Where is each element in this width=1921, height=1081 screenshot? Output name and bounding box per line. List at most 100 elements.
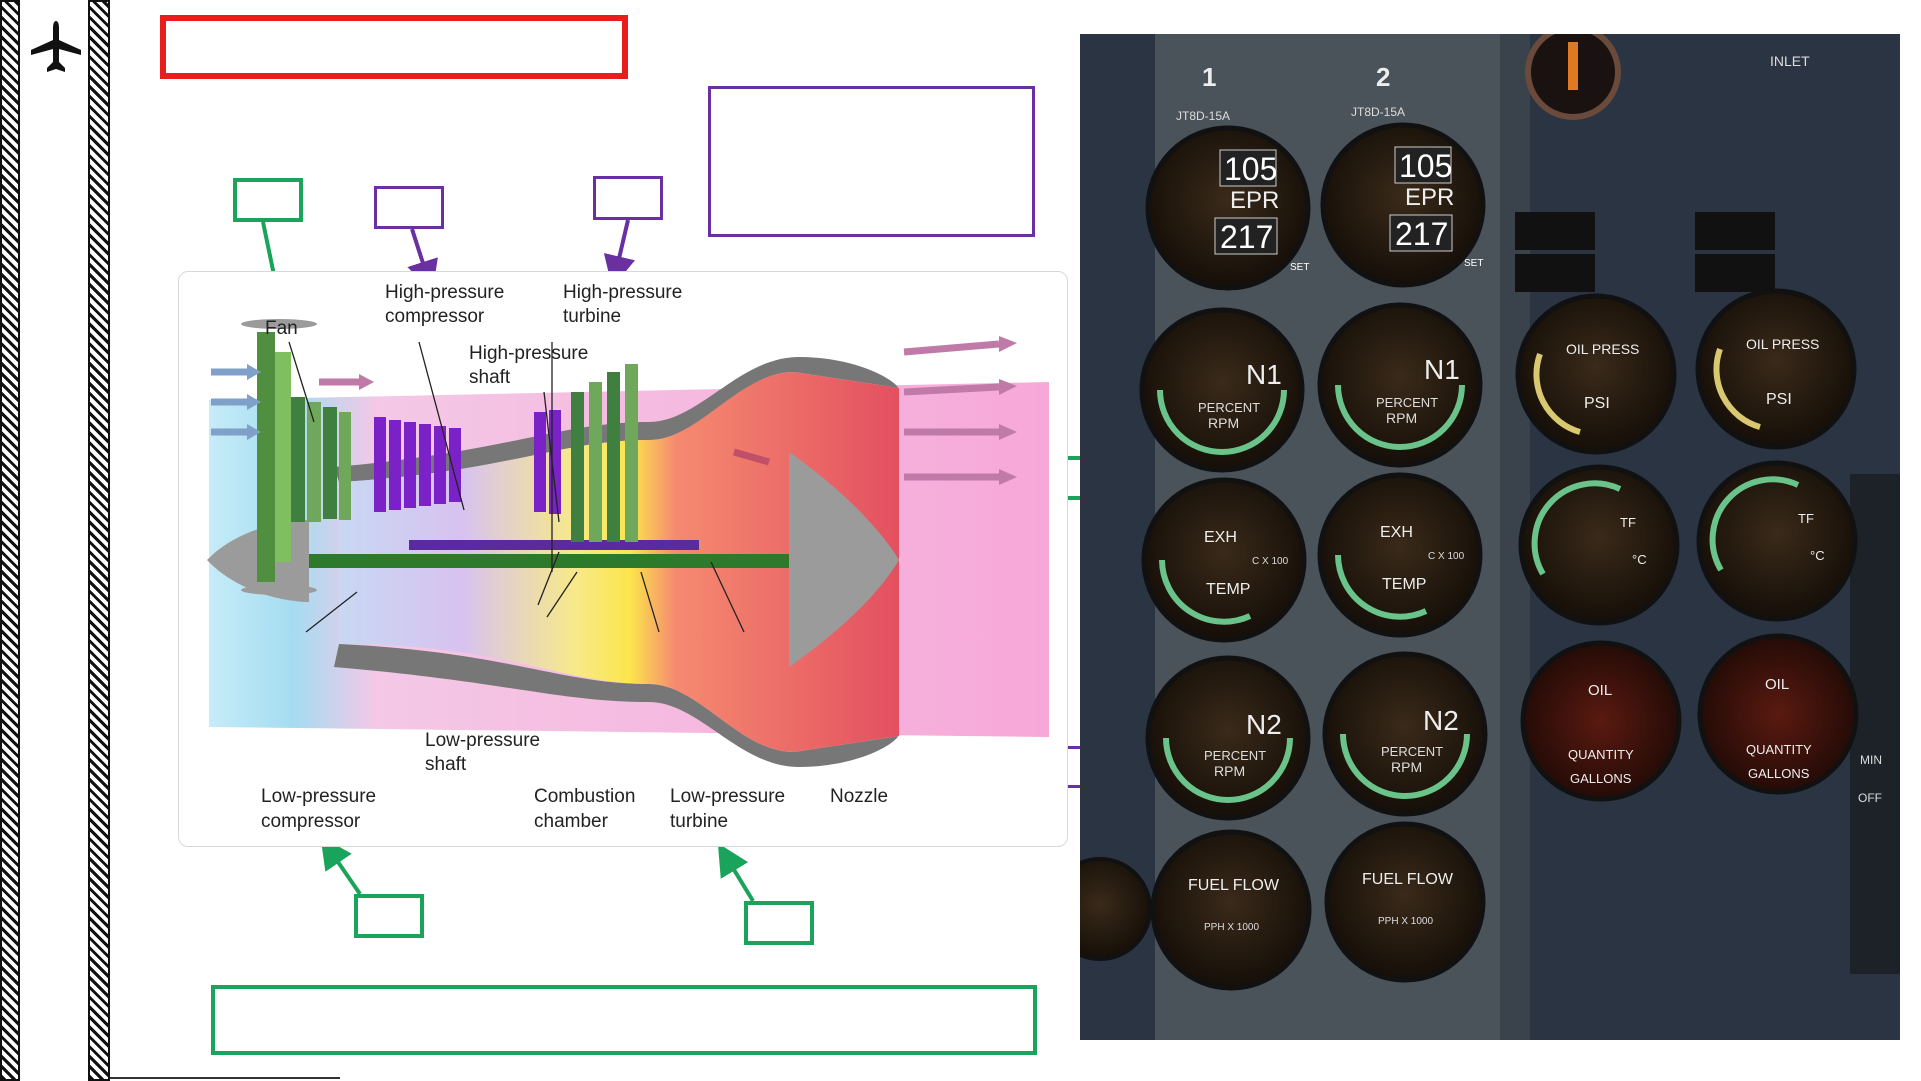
svg-text:RPM: RPM bbox=[1386, 410, 1417, 426]
lp-compressor-callout-box bbox=[354, 894, 424, 938]
lp-turbine-callout-arrow bbox=[717, 843, 755, 903]
label-combustion-1: Combustion bbox=[534, 786, 635, 807]
n1-gauge-1: N1 PERCENT RPM bbox=[1139, 307, 1305, 473]
svg-text:PERCENT: PERCENT bbox=[1381, 744, 1443, 759]
lp-compressor-stages bbox=[291, 397, 351, 522]
label-lp-turbine-2: turbine bbox=[670, 811, 728, 832]
svg-text:PPH X 1000: PPH X 1000 bbox=[1378, 916, 1433, 927]
svg-text:PERCENT: PERCENT bbox=[1198, 400, 1260, 415]
sidebar-hatch-right bbox=[88, 0, 110, 1081]
side-label-min: MIN bbox=[1860, 753, 1882, 767]
exhaust-arrows bbox=[319, 340, 1000, 481]
svg-text:N2: N2 bbox=[1423, 705, 1459, 736]
label-fan: Fan bbox=[265, 318, 298, 339]
svg-text:QUANTITY: QUANTITY bbox=[1746, 742, 1812, 757]
oil-temp-gauge-2: TF °C bbox=[1696, 460, 1858, 622]
engine-number-1: 1 bbox=[1202, 62, 1216, 92]
svg-text:EPR: EPR bbox=[1405, 184, 1454, 211]
oil-press-gauge-2: OIL PRESS PSI bbox=[1695, 288, 1857, 450]
svg-text:OIL PRESS: OIL PRESS bbox=[1566, 341, 1639, 357]
fan-callout-box bbox=[233, 178, 303, 222]
upper-casing bbox=[334, 357, 899, 482]
lp-turbine-callout-box bbox=[744, 901, 814, 945]
svg-text:PSI: PSI bbox=[1584, 395, 1610, 412]
svg-text:EXH: EXH bbox=[1380, 524, 1413, 541]
lower-casing bbox=[334, 644, 899, 767]
label-hp-turbine-2: turbine bbox=[563, 306, 621, 327]
svg-text:PSI: PSI bbox=[1766, 391, 1792, 408]
engine-model-2: JT8D-15A bbox=[1351, 105, 1405, 119]
svg-text:FUEL FLOW: FUEL FLOW bbox=[1188, 877, 1280, 894]
svg-text:°C: °C bbox=[1810, 548, 1825, 563]
svg-text:QUANTITY: QUANTITY bbox=[1568, 747, 1634, 762]
n1-gauge-2: N1 PERCENT RPM bbox=[1317, 302, 1483, 468]
lp-shaft-drawing bbox=[309, 554, 789, 568]
engine-number-2: 2 bbox=[1376, 62, 1390, 92]
svg-text:TF: TF bbox=[1798, 511, 1814, 526]
svg-text:PERCENT: PERCENT bbox=[1376, 395, 1438, 410]
label-hp-turbine-1: High-pressure bbox=[563, 282, 682, 303]
label-hp-shaft-2: shaft bbox=[469, 367, 511, 388]
inlet-label: INLET bbox=[1770, 53, 1810, 69]
title-placeholder-box bbox=[160, 15, 628, 79]
side-label-off: OFF bbox=[1858, 791, 1882, 805]
svg-text:OIL PRESS: OIL PRESS bbox=[1746, 336, 1819, 352]
egt-gauge-2: EXH TEMP C X 100 bbox=[1317, 472, 1483, 638]
n2-gauge-2: N2 PERCENT RPM bbox=[1322, 651, 1488, 817]
lp-turbine-stages bbox=[571, 364, 638, 542]
label-lp-compressor-2: compressor bbox=[261, 811, 361, 832]
svg-text:C X 100: C X 100 bbox=[1252, 556, 1289, 567]
svg-text:EPR: EPR bbox=[1230, 187, 1279, 214]
svg-text:PERCENT: PERCENT bbox=[1204, 748, 1266, 763]
fan-blades bbox=[257, 332, 291, 582]
fuel-flow-gauge-2: FUEL FLOW PPH X 1000 bbox=[1324, 821, 1486, 983]
airplane-icon bbox=[31, 21, 81, 72]
bottom-rule bbox=[110, 1077, 340, 1079]
svg-text:RPM: RPM bbox=[1214, 763, 1245, 779]
svg-text:OIL: OIL bbox=[1765, 676, 1789, 693]
svg-text:SET: SET bbox=[1290, 262, 1309, 273]
label-hp-shaft-1: High-pressure bbox=[469, 343, 588, 364]
svg-text:N2: N2 bbox=[1246, 709, 1282, 740]
svg-text:TF: TF bbox=[1620, 515, 1636, 530]
hp-shaft-drawing bbox=[409, 540, 699, 550]
egt-gauge-1: EXH TEMP C X 100 bbox=[1141, 477, 1307, 643]
oil-qty-gauge-1: OIL QUANTITY GALLONS bbox=[1520, 640, 1682, 802]
svg-text:FUEL FLOW: FUEL FLOW bbox=[1362, 871, 1454, 888]
svg-text:OIL: OIL bbox=[1588, 682, 1612, 699]
tail-cone bbox=[789, 452, 899, 667]
svg-text:105: 105 bbox=[1399, 148, 1452, 184]
turbofan-diagram: Fan High-pressure compressor High-pressu… bbox=[178, 271, 1068, 847]
svg-text:EXH: EXH bbox=[1204, 529, 1237, 546]
n2-gauge-1: N2 PERCENT RPM bbox=[1145, 655, 1311, 821]
svg-text:217: 217 bbox=[1220, 219, 1273, 255]
svg-text:PPH X 1000: PPH X 1000 bbox=[1204, 922, 1259, 933]
svg-text:TEMP: TEMP bbox=[1206, 581, 1250, 598]
hp-turbine-callout-arrow bbox=[603, 219, 636, 288]
label-lp-shaft-2: shaft bbox=[425, 754, 467, 775]
svg-text:217: 217 bbox=[1395, 216, 1448, 252]
label-lp-shaft-1: Low-pressure bbox=[425, 730, 540, 751]
svg-text:GALLONS: GALLONS bbox=[1570, 771, 1632, 786]
svg-text:GALLONS: GALLONS bbox=[1748, 766, 1810, 781]
fuel-flow-gauge-1: FUEL FLOW PPH X 1000 bbox=[1150, 829, 1312, 991]
hp-turbine-callout-box bbox=[593, 176, 663, 220]
svg-text:SET: SET bbox=[1464, 258, 1483, 269]
svg-text:RPM: RPM bbox=[1208, 415, 1239, 431]
label-combustion-2: chamber bbox=[534, 811, 609, 832]
label-nozzle: Nozzle bbox=[830, 786, 888, 807]
label-lp-turbine-1: Low-pressure bbox=[670, 786, 785, 807]
note-placeholder-box bbox=[708, 86, 1035, 237]
svg-text:N1: N1 bbox=[1424, 354, 1460, 385]
svg-text:N1: N1 bbox=[1246, 359, 1282, 390]
oil-press-gauge-1: OIL PRESS PSI bbox=[1515, 293, 1677, 455]
epr-gauge-2: 105 EPR 217 SET bbox=[1320, 122, 1486, 288]
svg-text:°C: °C bbox=[1632, 552, 1647, 567]
svg-text:RPM: RPM bbox=[1391, 759, 1422, 775]
label-lp-compressor-1: Low-pressure bbox=[261, 786, 376, 807]
leader-lines bbox=[288, 341, 745, 633]
svg-text:105: 105 bbox=[1224, 151, 1277, 187]
lp-compressor-callout-arrow bbox=[320, 836, 362, 896]
inlet-arrows bbox=[211, 368, 247, 436]
svg-text:C X 100: C X 100 bbox=[1428, 551, 1465, 562]
